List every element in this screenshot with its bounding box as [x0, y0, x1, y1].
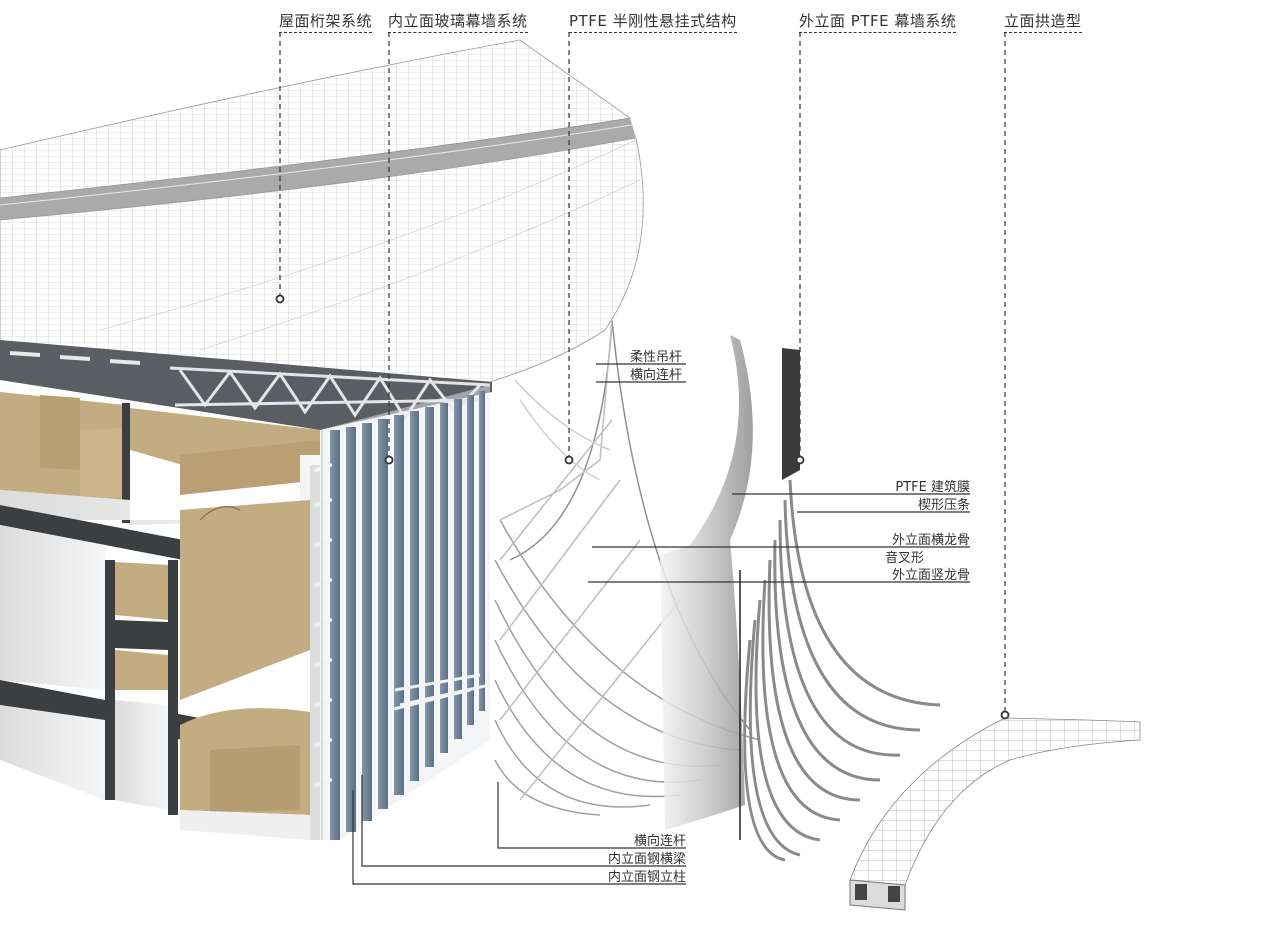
- callout-transverse-link-upper: 横向连杆: [630, 368, 683, 383]
- inner-glass-curtain-wall: [314, 385, 490, 840]
- callout-inner-steel-beam: 内立面钢横梁: [607, 852, 686, 867]
- roof-truss-system: [0, 39, 644, 383]
- label-roof-truss-system: 屋面桁架系统: [279, 12, 373, 33]
- callout-outer-vertical-keel: 外立面竖龙骨: [891, 568, 970, 583]
- callout-tuning-fork: 音叉形: [885, 551, 925, 566]
- callout-inner-steel-column: 内立面钢立柱: [607, 870, 686, 885]
- label-facade-arch: 立面拱造型: [1004, 12, 1082, 33]
- callout-outer-horizontal-keel: 外立面横龙骨: [891, 533, 970, 548]
- label-outer-ptfe-curtain-wall: 外立面 PTFE 幕墙系统: [799, 12, 957, 33]
- callout-transverse-link-lower: 横向连杆: [633, 834, 686, 849]
- building-core: [0, 340, 492, 840]
- label-ptfe-semi-rigid-structure: PTFE 半刚性悬挂式结构: [569, 12, 737, 33]
- callout-wedge-strip: 楔形压条: [917, 498, 970, 513]
- label-inner-glass-curtain-wall: 内立面玻璃幕墙系统: [388, 12, 528, 33]
- leader-lines: [275, 32, 1010, 885]
- facade-arch: [849, 717, 1141, 911]
- callout-ptfe-membrane: PTFE 建筑膜: [895, 480, 970, 495]
- callout-flexible-hanger: 柔性吊杆: [630, 350, 683, 365]
